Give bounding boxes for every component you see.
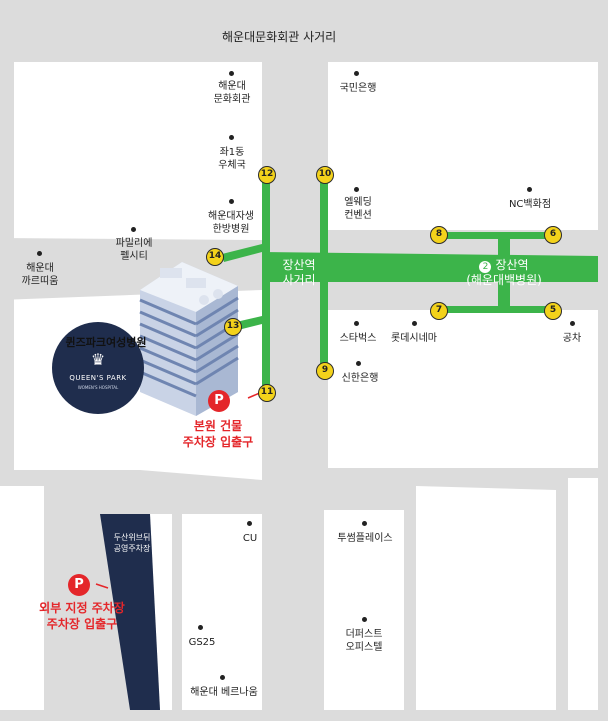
place-dot (356, 361, 361, 366)
place-gs25: GS25 (188, 637, 216, 648)
place-dot (570, 321, 575, 326)
top-intersection-label: 해운대문화회관 사거리 (222, 30, 337, 44)
place-shinhan-bank: 신한은행 (341, 373, 379, 384)
place-dot (198, 625, 203, 630)
hospital-name: 퀸즈파크여성병원 (65, 336, 147, 349)
ext-parking-icon: P (68, 574, 90, 596)
exit-10-marker: 10 (316, 166, 334, 184)
place-dot (354, 321, 359, 326)
exit-13-marker: 13 (224, 318, 242, 336)
place-dot (247, 521, 252, 526)
place-dot (527, 187, 532, 192)
exit-6-marker: 6 (544, 226, 562, 244)
place-berenaum: 해운대 베르나움 (190, 687, 258, 698)
place-dot (229, 199, 234, 204)
place-kb-bank: 국민은행 (339, 83, 377, 94)
place-nc-department: NC백화점 (508, 199, 552, 210)
place-dot (354, 71, 359, 76)
main-parking-icon: P (208, 390, 230, 412)
station-east-line1: 장산역 (495, 258, 529, 272)
station-jangsan-main: 장산역 사거리 (270, 258, 328, 288)
exit-14-marker: 14 (206, 248, 224, 266)
place-dot (412, 321, 417, 326)
place-dot (229, 135, 234, 140)
place-cu: CU (242, 533, 258, 544)
exit-12-marker: 12 (258, 166, 276, 184)
hospital-logo-icon: ♛ (90, 350, 106, 369)
place-dot (354, 187, 359, 192)
place-dot (362, 521, 367, 526)
hospital-logo-sub: WOMEN'S HOSPITAL (77, 385, 119, 390)
exit-5-marker: 5 (544, 302, 562, 320)
place-starbucks: 스타벅스 (339, 333, 377, 344)
exit-11-marker: 11 (258, 384, 276, 402)
station-east-line2: (해운대백병원) (466, 273, 542, 287)
place-dot (362, 617, 367, 622)
place-dot (220, 675, 225, 680)
place-dot (131, 227, 136, 232)
place-dot (229, 71, 234, 76)
place-dot (37, 251, 42, 256)
place-gongcha: 공차 (562, 333, 582, 344)
exit-9-marker: 9 (316, 362, 334, 380)
hospital-logo-text: QUEEN'S PARK (69, 374, 127, 382)
line2-badge: 2 (479, 261, 492, 273)
exit-8-marker: 8 (430, 226, 448, 244)
station-main-line1: 장산역 (282, 258, 316, 272)
place-lotte-cinema: 롯데시네마 (391, 333, 437, 344)
exit-7-marker: 7 (430, 302, 448, 320)
station-main-line2: 사거리 (282, 273, 316, 287)
place-two-some: 투썸플레이스 (337, 533, 393, 544)
